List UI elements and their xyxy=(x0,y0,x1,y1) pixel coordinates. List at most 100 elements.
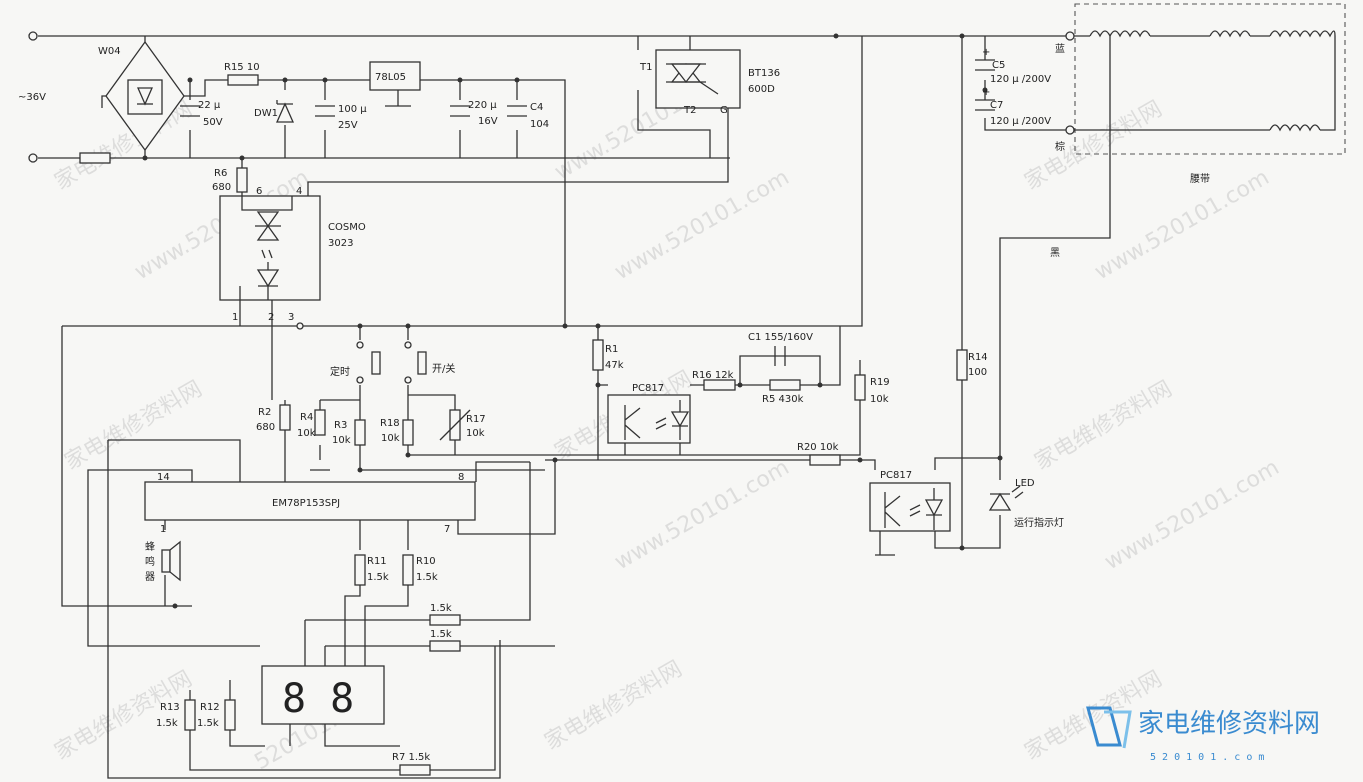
svg-text:+: + xyxy=(982,47,990,58)
svg-text:DW1: DW1 xyxy=(254,108,278,119)
svg-text:1.5k: 1.5k xyxy=(430,629,452,640)
svg-text:R10: R10 xyxy=(416,556,436,567)
svg-text:R3: R3 xyxy=(334,420,347,431)
svg-text:LED: LED xyxy=(1015,478,1035,489)
svg-text:5 2 0 1 0 1 . c o m: 5 2 0 1 0 1 . c o m xyxy=(1150,752,1264,763)
capacitors-c5-c7: + C5 120 μ /200V + C7 120 μ /200V xyxy=(975,47,1051,127)
svg-text:蜂: 蜂 xyxy=(145,540,155,553)
svg-text:1: 1 xyxy=(232,312,238,323)
svg-text:4: 4 xyxy=(296,186,302,197)
watermark-text: 家电维修资料网 xyxy=(1021,97,1167,196)
svg-text:R13: R13 xyxy=(160,702,180,713)
svg-text:47k: 47k xyxy=(605,360,624,371)
svg-text:R4: R4 xyxy=(300,412,313,423)
resistor-r18 xyxy=(402,419,414,446)
watermark-text: www.520101.com xyxy=(1091,165,1274,285)
resistor-r3 xyxy=(354,419,366,446)
svg-text:14: 14 xyxy=(157,472,170,483)
svg-text:R7 1.5k: R7 1.5k xyxy=(392,752,430,763)
bridge-label: W04 xyxy=(98,46,121,57)
watermark-text: www.520101.com xyxy=(611,455,794,575)
svg-text:1.5k: 1.5k xyxy=(430,603,452,614)
resistor-r16 xyxy=(703,379,736,391)
svg-text:腰带: 腰带 xyxy=(1190,173,1210,185)
resistor-r17: R17 10k xyxy=(439,409,486,441)
svg-text:100 μ: 100 μ xyxy=(338,104,367,115)
svg-text:2: 2 xyxy=(268,312,274,323)
belt-outline xyxy=(1074,3,1346,155)
mcu-em78p153spj: EM78P153SPJ 14 1 8 7 xyxy=(144,472,476,535)
svg-text:1.5k: 1.5k xyxy=(367,572,389,583)
resistor-r13 xyxy=(184,699,196,731)
switch-timer[interactable]: 定时 xyxy=(330,341,381,384)
optocoupler-pc817-2: PC817 xyxy=(869,470,951,556)
svg-text:R2: R2 xyxy=(258,407,271,418)
svg-text:7: 7 xyxy=(444,524,450,535)
terminals xyxy=(28,31,1075,163)
svg-text:C5: C5 xyxy=(992,60,1005,71)
svg-text:680: 680 xyxy=(256,422,275,433)
resistor-r4 xyxy=(314,409,326,436)
svg-text:16V: 16V xyxy=(478,116,498,127)
watermark-text: 家电维修资料网 xyxy=(541,657,687,756)
svg-text:104: 104 xyxy=(530,119,549,130)
svg-text:1: 1 xyxy=(160,524,166,535)
switch-onoff[interactable]: 开/关 xyxy=(404,341,455,384)
svg-text:1.5k: 1.5k xyxy=(197,718,219,729)
buzzer: 蜂 鸣 器 xyxy=(145,540,181,583)
zener-dw1: DW1 xyxy=(254,100,295,123)
svg-text:220 μ: 220 μ xyxy=(468,100,497,111)
resistor-r10 xyxy=(402,554,414,586)
svg-text:R14: R14 xyxy=(968,352,988,363)
resistor-r1 xyxy=(592,339,604,371)
svg-text:C1 155/160V: C1 155/160V xyxy=(748,332,813,343)
wires xyxy=(38,3,1346,779)
resistor-r2 xyxy=(279,404,291,431)
svg-text:PC817: PC817 xyxy=(880,470,912,481)
svg-text:10k: 10k xyxy=(297,428,316,439)
svg-text:T1: T1 xyxy=(639,62,652,73)
resistor-r6 xyxy=(236,167,248,193)
svg-text:10k: 10k xyxy=(466,428,485,439)
watermark-text: 家电维修资料网 xyxy=(1031,377,1177,476)
resistor-seg-2 xyxy=(429,640,461,652)
seven-segment-display: 8 8 xyxy=(261,665,385,725)
regulator-label: 78L05 xyxy=(375,72,406,83)
svg-text:T2: T2 xyxy=(683,105,696,116)
resistor-r15 xyxy=(227,74,259,86)
svg-text:C4: C4 xyxy=(530,102,543,113)
svg-text:10k: 10k xyxy=(332,435,351,446)
svg-text:R5 430k: R5 430k xyxy=(762,394,804,405)
resistor-r20 xyxy=(809,454,841,466)
resistor-r7 xyxy=(399,764,431,776)
watermark-text: www.520101.com xyxy=(1101,455,1284,575)
svg-text:EM78P153SPJ: EM78P153SPJ xyxy=(272,498,340,509)
capacitor-c4: C4 104 xyxy=(507,102,549,130)
svg-text:蓝: 蓝 xyxy=(1055,43,1065,55)
svg-text:鸣: 鸣 xyxy=(145,555,155,568)
watermark-text: 家电维修资料网 xyxy=(61,377,207,476)
resistor-r12 xyxy=(224,699,236,731)
svg-text:棕: 棕 xyxy=(1055,140,1065,153)
fuse xyxy=(79,152,111,164)
resistor-r5 xyxy=(769,379,801,391)
svg-text:6: 6 xyxy=(256,186,262,197)
svg-text:3: 3 xyxy=(288,312,294,323)
optotriac-cosmo3023: 6 4 COSMO 3023 1 2 3 xyxy=(219,186,366,330)
svg-text:600D: 600D xyxy=(748,84,775,95)
svg-text:22 μ: 22 μ xyxy=(198,100,221,111)
watermark-text: 家电维修资料网 xyxy=(51,667,197,766)
svg-text:R1: R1 xyxy=(605,344,618,355)
svg-text:BT136: BT136 xyxy=(748,68,780,79)
svg-text:开/关: 开/关 xyxy=(432,362,455,375)
svg-text:COSMO: COSMO xyxy=(328,222,366,233)
regulator-78l05 xyxy=(369,61,421,91)
capacitor-c1: C1 155/160V xyxy=(748,332,813,366)
watermark-text: www.520101.com xyxy=(611,165,794,285)
svg-text:R17: R17 xyxy=(466,414,486,425)
svg-text:器: 器 xyxy=(145,571,155,583)
svg-text:680: 680 xyxy=(212,182,231,193)
svg-text:120 μ /200V: 120 μ /200V xyxy=(990,74,1051,85)
svg-text:+: + xyxy=(982,87,990,98)
svg-text:R12: R12 xyxy=(200,702,220,713)
